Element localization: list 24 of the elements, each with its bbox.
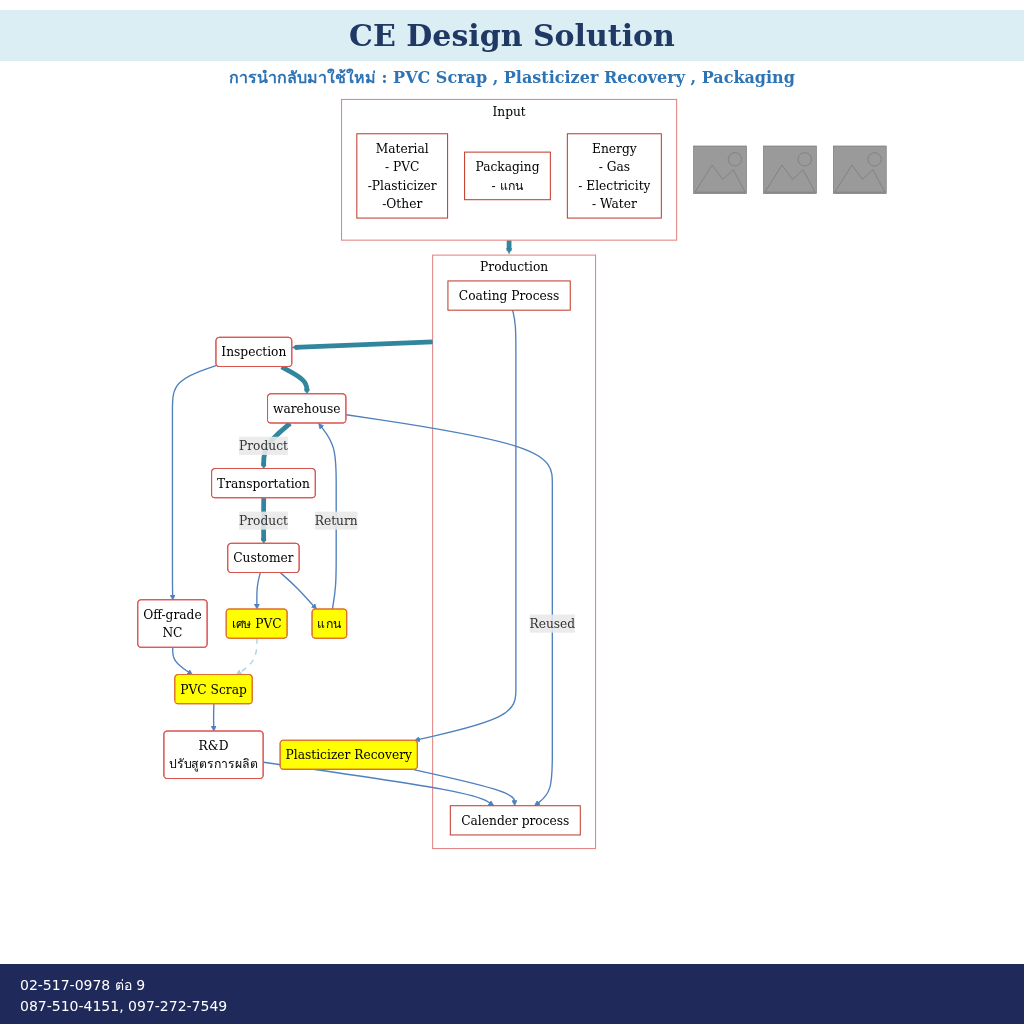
node-box: Coating Process: [447, 280, 571, 311]
arrow: [172, 647, 193, 676]
arrow: [210, 703, 217, 732]
node-box: Calender process: [449, 805, 581, 836]
arrow: [413, 769, 518, 806]
arrow: [169, 364, 218, 601]
node-box: Material - PVC -Plasticizer -Other: [356, 133, 449, 219]
arrow: [345, 414, 553, 806]
phone-number: 087-510-4151, 097-272-7549: [20, 998, 229, 1014]
node-box: Packaging - แกน: [464, 151, 551, 201]
edge-label: Product: [238, 513, 288, 528]
arrow: [279, 572, 317, 610]
edge-label: Return: [314, 513, 358, 528]
phone-number: 02-517-0978 ต่อ 9: [20, 976, 147, 995]
node-box: Energy - Gas - Electricity - Water: [566, 133, 662, 219]
edge-label: Product: [238, 438, 288, 453]
subtitle: การนำกลับมาใช้ใหม่ : PVC Scrap , Plasticizer Recovery , Packaging: [228, 67, 796, 89]
diagram-title: CE Design Solution: [0, 10, 1024, 61]
arrow: [253, 572, 261, 610]
arrow: [414, 309, 517, 743]
arrow: [291, 339, 433, 351]
arrow: [318, 423, 337, 610]
edge-label: Reused: [529, 616, 576, 631]
arrow: [235, 637, 258, 676]
